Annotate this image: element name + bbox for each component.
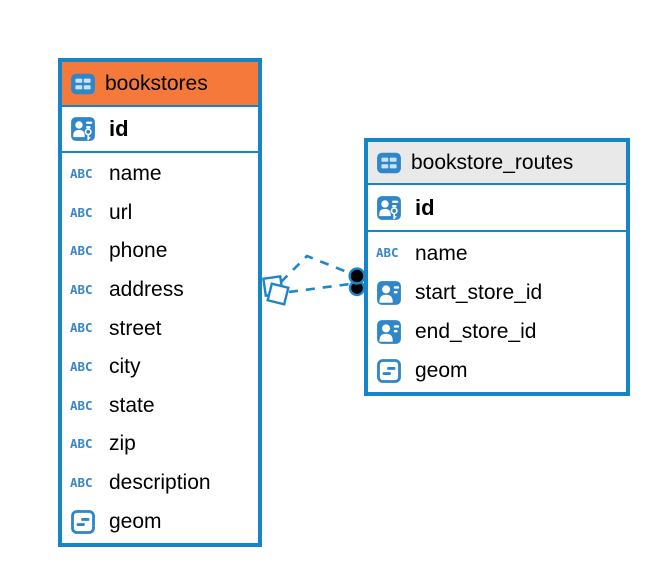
relation-source-marker[interactable]	[262, 275, 290, 306]
column-name: start_store_id	[415, 280, 543, 304]
text-type-icon: ABC	[70, 359, 93, 375]
column-name: name	[415, 241, 468, 265]
column-name: id	[415, 194, 435, 220]
column-name: address	[109, 278, 184, 302]
geometry-type-icon	[376, 358, 402, 384]
column-row-id[interactable]: id	[62, 107, 258, 153]
relation-line-2[interactable]	[288, 282, 351, 294]
column-row-url[interactable]: ABC url	[62, 194, 258, 233]
text-type-icon: ABC	[376, 245, 399, 261]
text-type-icon: ABC	[70, 166, 93, 182]
column-name: street	[109, 316, 162, 340]
bookstores-header[interactable]: bookstores	[62, 62, 258, 107]
column-row-name[interactable]: ABC name	[62, 155, 258, 194]
table-bookstore-routes[interactable]: bookstore_routes id ABC name start_store…	[364, 138, 630, 396]
column-row-start-store-id[interactable]: start_store_id	[368, 273, 626, 312]
primary-key-icon	[376, 195, 402, 221]
column-row-state[interactable]: ABC state	[62, 387, 258, 426]
column-name: id	[109, 116, 129, 141]
column-name: end_store_id	[415, 319, 537, 343]
column-name: city	[109, 355, 141, 379]
table-name: bookstore_routes	[411, 150, 574, 174]
column-name: state	[109, 393, 155, 417]
column-row-phone[interactable]: ABC phone	[62, 232, 258, 271]
text-type-icon: ABC	[70, 320, 93, 336]
column-name: phone	[109, 239, 168, 263]
text-type-icon: ABC	[70, 243, 93, 259]
column-name: url	[109, 200, 133, 224]
column-name: geom	[109, 509, 162, 533]
primary-key-icon	[70, 116, 96, 142]
column-row-zip[interactable]: ABC zip	[62, 425, 258, 464]
text-type-icon: ABC	[70, 474, 93, 490]
bookstores-columns: ABC name ABC url ABC phone ABC address A…	[62, 153, 258, 543]
text-type-icon: ABC	[70, 281, 93, 297]
column-row-city[interactable]: ABC city	[62, 348, 258, 387]
column-name: geom	[415, 358, 468, 382]
text-type-icon: ABC	[70, 204, 93, 220]
table-name: bookstores	[105, 71, 208, 95]
table-icon	[70, 71, 96, 97]
column-row-id[interactable]: id	[368, 185, 626, 232]
column-row-name[interactable]: ABC name	[368, 234, 626, 273]
text-type-icon: ABC	[70, 436, 93, 452]
column-row-geom[interactable]: geom	[62, 502, 258, 541]
column-row-end-store-id[interactable]: end_store_id	[368, 312, 626, 351]
relation-line-1[interactable]	[280, 254, 353, 283]
column-row-address[interactable]: ABC address	[62, 271, 258, 310]
column-row-street[interactable]: ABC street	[62, 309, 258, 348]
bookstore-routes-header[interactable]: bookstore_routes	[368, 142, 626, 185]
foreign-key-user-icon	[376, 280, 402, 306]
geometry-type-icon	[70, 509, 96, 535]
column-row-geom[interactable]: geom	[368, 351, 626, 390]
relation-target-marker[interactable]	[348, 267, 366, 297]
table-icon	[376, 150, 402, 176]
table-bookstores[interactable]: bookstores id ABC name ABC url ABC phone…	[58, 58, 262, 547]
column-row-description[interactable]: ABC description	[62, 464, 258, 503]
text-type-icon: ABC	[70, 397, 93, 413]
column-name: name	[109, 162, 162, 186]
column-name: zip	[109, 432, 136, 456]
bookstore-routes-columns: ABC name start_store_id end_store_id geo…	[368, 232, 626, 392]
foreign-key-user-icon	[376, 319, 402, 345]
column-name: description	[109, 471, 211, 495]
